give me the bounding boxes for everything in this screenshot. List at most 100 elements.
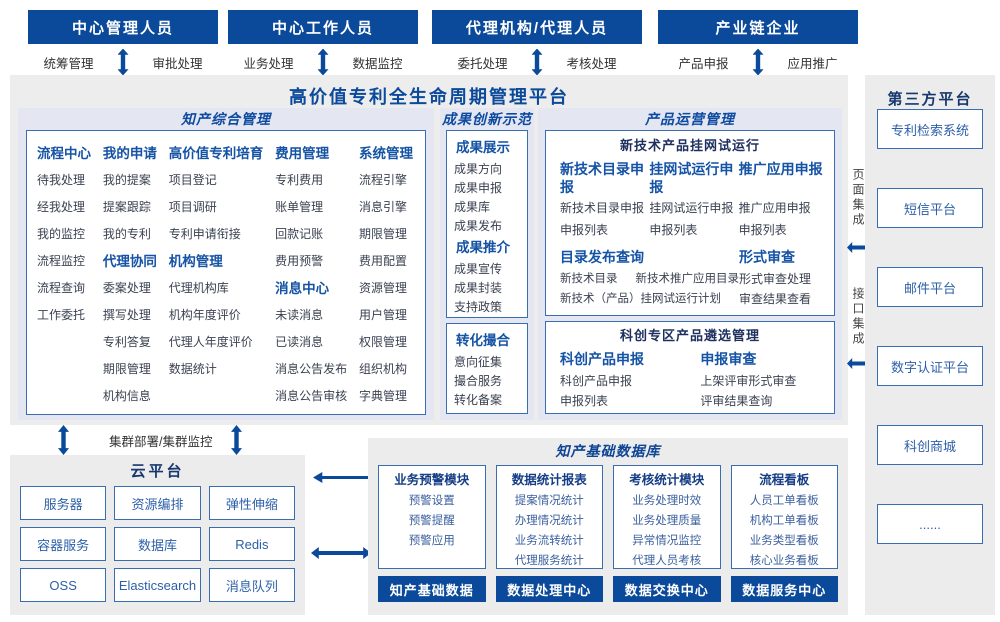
flow-label: 统筹管理 — [43, 56, 94, 71]
module-item: 核心业务看板 — [749, 555, 819, 567]
box-title: 新技术产品挂网试运行 — [619, 138, 760, 153]
menu-item: 科创产品申报 — [560, 374, 633, 388]
group-items: 推广应用申报 申报列表 — [739, 197, 828, 241]
panel-title: 成果创新示范 — [442, 111, 532, 127]
module-item: 代理服务统计 — [514, 555, 584, 567]
section-items: 代理机构库 机构年度评价 代理人年度评价 数据统计 — [169, 275, 264, 383]
ip-menu-box: 流程中心 待我处理 经我处理 我的监控 — [26, 130, 426, 415]
vertical-double-arrow-icon — [317, 48, 329, 76]
platform-area: 高价值专利全生命周期管理平台 知产综合管理 流程中心 — [10, 75, 848, 425]
menu-section: 代理协同 委案处理 撰写处理 专利答复 — [103, 248, 157, 410]
menu-item: 成果封装 — [454, 281, 503, 295]
menu-item: 消息公告发布 — [275, 362, 348, 376]
menu-section: 系统管理 流程引擎 消息引擎 期限管理 — [359, 140, 413, 410]
module-item: 预警提醒 — [408, 515, 455, 527]
innovation-box-top: 成果展示 成果方向 成果申报 成果库 成果发布 — [446, 130, 528, 318]
menu-item: 用户管理 — [358, 308, 407, 322]
cloud-service-box: 数据库 — [114, 527, 201, 561]
section-items: 专利费用 账单管理 回款记账 费用预警 — [275, 167, 347, 275]
menu-item: 数据统计 — [168, 362, 217, 376]
menu-item: 成果申报 — [454, 181, 503, 195]
cloud-service-box: Elasticsearch — [114, 568, 201, 602]
group-header: 推广应用申报 — [738, 161, 823, 177]
vertical-double-arrow-icon — [58, 425, 69, 455]
menu-section: 流程中心 待我处理 经我处理 我的监控 — [37, 140, 91, 329]
module-items: 提案情况统计 办理情况统计 业务流转统计 代理服务统计 — [497, 491, 603, 571]
section-header: 机构管理 — [168, 254, 223, 269]
menu-section: 我的申请 我的提案 提案跟踪 我的专利 — [103, 140, 157, 248]
module-item: 业务类型看板 — [749, 535, 819, 547]
module-box: 业务预警模块 预警设置 预警提醒 预警应用 — [378, 465, 486, 569]
section-header: 转化撮合 — [456, 333, 510, 348]
menu-item: 期限管理 — [102, 362, 151, 376]
menu-section: 机构管理 代理机构库 机构年度评价 代理人年度评价 — [169, 248, 264, 383]
menu-item: 经我处理 — [37, 200, 86, 214]
menu-item: 消息公告审核 — [275, 389, 348, 403]
data-module: 考核统计模块 业务处理时效 业务处理质量 异常情况监控 代理人员考核 — [613, 465, 721, 602]
vertical-double-arrow-icon — [117, 48, 129, 76]
menu-item: 成果方向 — [454, 162, 503, 176]
menu-item: 申报列表 — [738, 223, 787, 237]
section-header: 流程中心 — [37, 146, 91, 161]
menu-item: 工作委托 — [37, 308, 86, 322]
section-header: 成果推介 — [456, 240, 510, 255]
module-item: 预警设置 — [408, 495, 455, 507]
panel-innovation: 成果创新示范 成果展示 成果方向 成果申报 成果库 — [440, 108, 534, 420]
group-header: 目录发布查询 — [560, 249, 644, 265]
module-header: 考核统计模块 — [629, 473, 705, 487]
menu-item: 提案跟踪 — [102, 200, 151, 214]
menu-column: 流程中心 待我处理 经我处理 我的监控 — [37, 140, 91, 410]
menu-group: 申报审查 上架评审形式审查 评审结果查询 — [700, 347, 828, 411]
menu-item: 回款记账 — [275, 227, 324, 241]
menu-item: 我的监控 — [37, 227, 86, 241]
menu-item: 新技术推广应用目录 — [635, 273, 740, 285]
menu-item: 成果发布 — [454, 219, 503, 233]
cloud-service-box: OSS — [20, 568, 107, 602]
section-header: 成果展示 — [456, 140, 510, 155]
api-integration-label: 接口集成 — [851, 287, 865, 347]
module-item: 业务处理时效 — [632, 495, 702, 507]
cloud-service-box: 弹性伸缩 — [208, 486, 295, 520]
menu-item: 费用预警 — [275, 254, 324, 268]
module-item: 代理人员考核 — [632, 555, 702, 567]
menu-item: 支持政策 — [454, 300, 503, 314]
page-integration-label: 页面集成 — [851, 168, 865, 228]
module-item: 提案情况统计 — [514, 495, 584, 507]
menu-item: 未读消息 — [275, 308, 324, 322]
third-party-system: ...... — [877, 504, 983, 544]
menu-item: 字典管理 — [358, 389, 407, 403]
third-party-system: 科创商城 — [877, 425, 983, 465]
menu-item: 待我处理 — [37, 173, 86, 187]
panel-title: 知产综合管理 — [181, 111, 271, 127]
flow-label: 数据监控 — [352, 56, 403, 71]
section-items: 委案处理 撰写处理 专利答复 期限管理 机构信息 — [103, 275, 157, 410]
catalog-query-group: 目录发布查询 新技术目录 新技术推广应用目录 新技术（产品）挂网试运行计划 — [560, 245, 739, 309]
menu-item: 流程监控 — [37, 254, 86, 268]
horizontal-double-arrow-icon — [847, 242, 873, 253]
module-footer: 数据交换中心 — [613, 576, 721, 602]
menu-item: 新技术（产品）挂网试运行计划 — [560, 293, 721, 305]
menu-item: 撰写处理 — [102, 308, 151, 322]
flow-label: 业务处理 — [243, 56, 294, 71]
menu-item: 账单管理 — [275, 200, 324, 214]
menu-item: 代理人年度评价 — [168, 335, 253, 349]
menu-item: 委案处理 — [102, 281, 151, 295]
menu-column: 高价值专利培育 项目登记 项目调研 专利申请衔接 — [169, 140, 264, 410]
panel-database: 知产基础数据库 业务预警模块 预警设置 预警提醒 预警应用 — [368, 438, 848, 615]
flow-label: 产品申报 — [678, 56, 729, 71]
menu-section: 成果展示 成果方向 成果申报 成果库 成果发布 — [454, 136, 527, 236]
menu-item: 流程引擎 — [358, 173, 407, 187]
group-items: 形式审查处理 审查结果查看 — [739, 269, 828, 309]
third-party-system: 邮件平台 — [877, 267, 983, 307]
selection-groups: 科创产品申报 科创产品申报 申报列表 申报审查 — [552, 347, 828, 411]
actor-bar: 产业链企业 — [658, 10, 858, 44]
section-items: 待我处理 经我处理 我的监控 流程监控 流程查询 — [37, 167, 91, 329]
section-items: 意向征集 撮合服务 转化备案 — [454, 353, 527, 410]
menu-item: 机构年度评价 — [168, 308, 241, 322]
menu-item: 成果宣传 — [454, 262, 503, 276]
menu-item: 申报列表 — [560, 394, 609, 408]
menu-group: 科创产品申报 科创产品申报 申报列表 — [560, 347, 700, 411]
horizontal-double-arrow-icon — [847, 358, 873, 369]
menu-section: 费用管理 专利费用 账单管理 回款记账 — [275, 140, 347, 275]
